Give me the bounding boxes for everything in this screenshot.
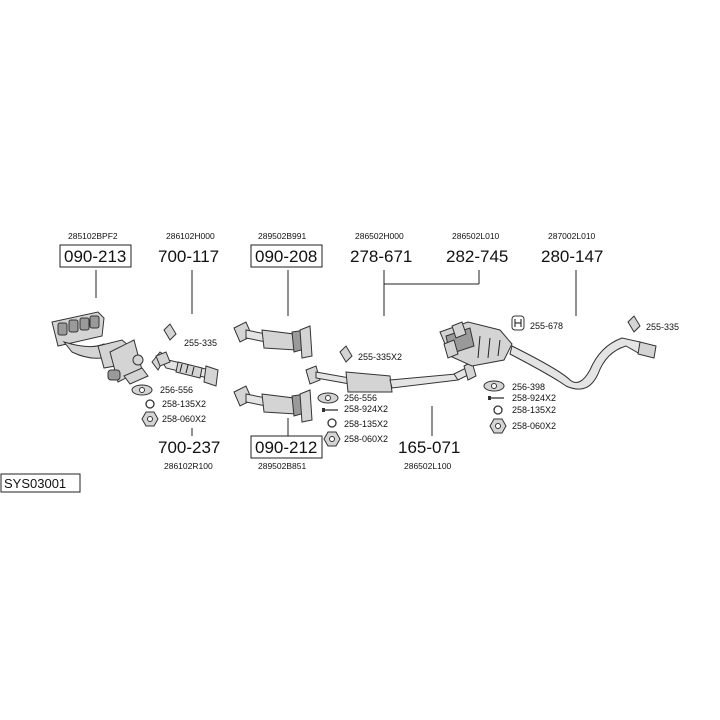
accessory-256-556[interactable]: 256-556 bbox=[160, 385, 193, 395]
tail-pipe-drawing bbox=[509, 337, 657, 390]
oem-number-286502H000: 286502H000 bbox=[355, 231, 404, 241]
rubber-hanger-icon bbox=[339, 345, 353, 363]
oem-number-289502B851: 289502B851 bbox=[258, 461, 306, 471]
gasket-icon bbox=[483, 380, 505, 392]
center-pipe-resonator-drawing bbox=[305, 361, 477, 393]
spring-washer-icon bbox=[493, 405, 503, 415]
spring-washer-icon bbox=[145, 399, 155, 409]
hex-nut-icon bbox=[141, 411, 159, 427]
oem-number-289502B991: 289502B991 bbox=[258, 231, 306, 241]
oem-number-286502L010: 286502L010 bbox=[452, 231, 500, 241]
gasket-icon bbox=[317, 392, 339, 404]
part-number-box bbox=[59, 244, 132, 268]
system-code: SYS03001 bbox=[4, 476, 66, 491]
oem-number-286102R100: 286102R100 bbox=[164, 461, 213, 471]
part-number-700-237[interactable]: 700-237 bbox=[158, 438, 220, 457]
spring-washer-icon bbox=[327, 418, 337, 428]
part-number-165-071[interactable]: 165-071 bbox=[398, 438, 460, 457]
hex-nut-icon bbox=[323, 431, 341, 447]
oem-number-287002L010: 287002L010 bbox=[548, 231, 596, 241]
gasket-icon bbox=[131, 384, 153, 396]
accessory-256-556[interactable]: 256-556 bbox=[344, 393, 377, 403]
oem-number-285102BPF2: 285102BPF2 bbox=[68, 231, 118, 241]
hex-nut-icon bbox=[489, 418, 507, 434]
bolt-icon bbox=[488, 396, 504, 400]
h-bracket-icon bbox=[511, 315, 525, 331]
part-number-box bbox=[250, 244, 323, 268]
catalytic-converter-bottom-drawing bbox=[233, 385, 313, 423]
catalytic-converter-top-drawing bbox=[233, 321, 313, 359]
accessory-258-135X2[interactable]: 258-135X2 bbox=[162, 399, 206, 409]
system-code-box bbox=[0, 473, 81, 493]
accessory-256-398[interactable]: 256-398 bbox=[512, 382, 545, 392]
front-pipe-2-drawing bbox=[155, 351, 171, 367]
accessory-258-924X2[interactable]: 258-924X2 bbox=[512, 393, 556, 403]
accessory-258-060X2[interactable]: 258-060X2 bbox=[344, 434, 388, 444]
rear-silencer-drawing bbox=[439, 321, 513, 367]
accessory-255-335[interactable]: 255-335 bbox=[646, 322, 679, 332]
part-number-box bbox=[250, 435, 323, 459]
bolt-icon bbox=[322, 408, 338, 412]
oem-number-286102H000: 286102H000 bbox=[166, 231, 215, 241]
part-number-090-208[interactable]: 090-208 bbox=[255, 247, 317, 266]
rubber-hanger-icon bbox=[627, 315, 641, 333]
part-number-090-213[interactable]: 090-213 bbox=[64, 247, 126, 266]
accessory-258-924X2[interactable]: 258-924X2 bbox=[344, 404, 388, 414]
accessory-258-060X2[interactable]: 258-060X2 bbox=[512, 421, 556, 431]
accessory-255-678[interactable]: 255-678 bbox=[530, 321, 563, 331]
part-number-280-147[interactable]: 280-147 bbox=[541, 247, 603, 266]
exhaust-manifold-catalyst-drawing bbox=[51, 311, 149, 385]
accessory-258-135X2[interactable]: 258-135X2 bbox=[344, 419, 388, 429]
part-number-278-671[interactable]: 278-671 bbox=[350, 247, 412, 266]
part-number-282-745[interactable]: 282-745 bbox=[446, 247, 508, 266]
oem-number-286502L100: 286502L100 bbox=[404, 461, 452, 471]
part-number-090-212[interactable]: 090-212 bbox=[255, 438, 317, 457]
part-number-700-117[interactable]: 700-117 bbox=[158, 247, 219, 266]
accessory-258-060X2[interactable]: 258-060X2 bbox=[162, 414, 206, 424]
accessory-255-335[interactable]: 255-335 bbox=[184, 338, 217, 348]
accessory-258-135X2[interactable]: 258-135X2 bbox=[512, 405, 556, 415]
rubber-hanger-icon bbox=[163, 323, 177, 341]
accessory-255-335X2[interactable]: 255-335X2 bbox=[358, 352, 402, 362]
